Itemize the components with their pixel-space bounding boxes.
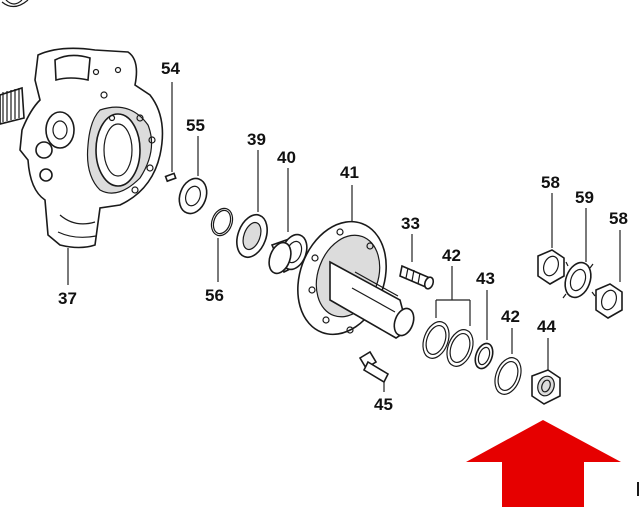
label-56: 56 <box>205 286 224 305</box>
label-37: 37 <box>58 289 77 308</box>
label-42-pair: 42 <box>442 246 461 265</box>
label-59: 59 <box>575 188 594 207</box>
corner-circle-fragment <box>1 0 29 8</box>
hub-spindle-part-41 <box>297 185 415 339</box>
shims-part-42 <box>422 266 474 367</box>
roller-bearing-part-40 <box>268 168 308 275</box>
hub-nut-part-44 <box>531 338 561 405</box>
label-45: 45 <box>374 395 393 414</box>
label-54: 54 <box>161 59 180 78</box>
pin-part-54 <box>164 82 177 183</box>
label-40: 40 <box>277 148 296 167</box>
label-42-single: 42 <box>501 307 520 326</box>
label-58-a: 58 <box>541 173 560 192</box>
bolt-part-45 <box>358 350 390 392</box>
label-39: 39 <box>247 130 266 149</box>
label-58-b: 58 <box>609 209 628 228</box>
label-44: 44 <box>537 317 556 336</box>
label-33: 33 <box>401 214 420 233</box>
label-55: 55 <box>186 116 205 135</box>
label-41: 41 <box>340 163 359 182</box>
up-arrow-icon <box>466 420 621 507</box>
seal-part-55 <box>178 136 208 215</box>
lock-nut-part-58-b <box>595 230 623 319</box>
bearing-ring-part-39 <box>236 150 268 259</box>
ring-part-56 <box>210 207 234 282</box>
lock-nut-part-58-a <box>537 193 565 285</box>
ring-part-43 <box>474 290 494 370</box>
edge-fragment <box>637 482 639 496</box>
lock-washer-part-59 <box>562 208 596 299</box>
stud-part-33 <box>399 234 435 290</box>
label-43: 43 <box>476 269 495 288</box>
steering-knuckle-part-37 <box>0 47 164 249</box>
shim-part-42 <box>494 328 522 395</box>
